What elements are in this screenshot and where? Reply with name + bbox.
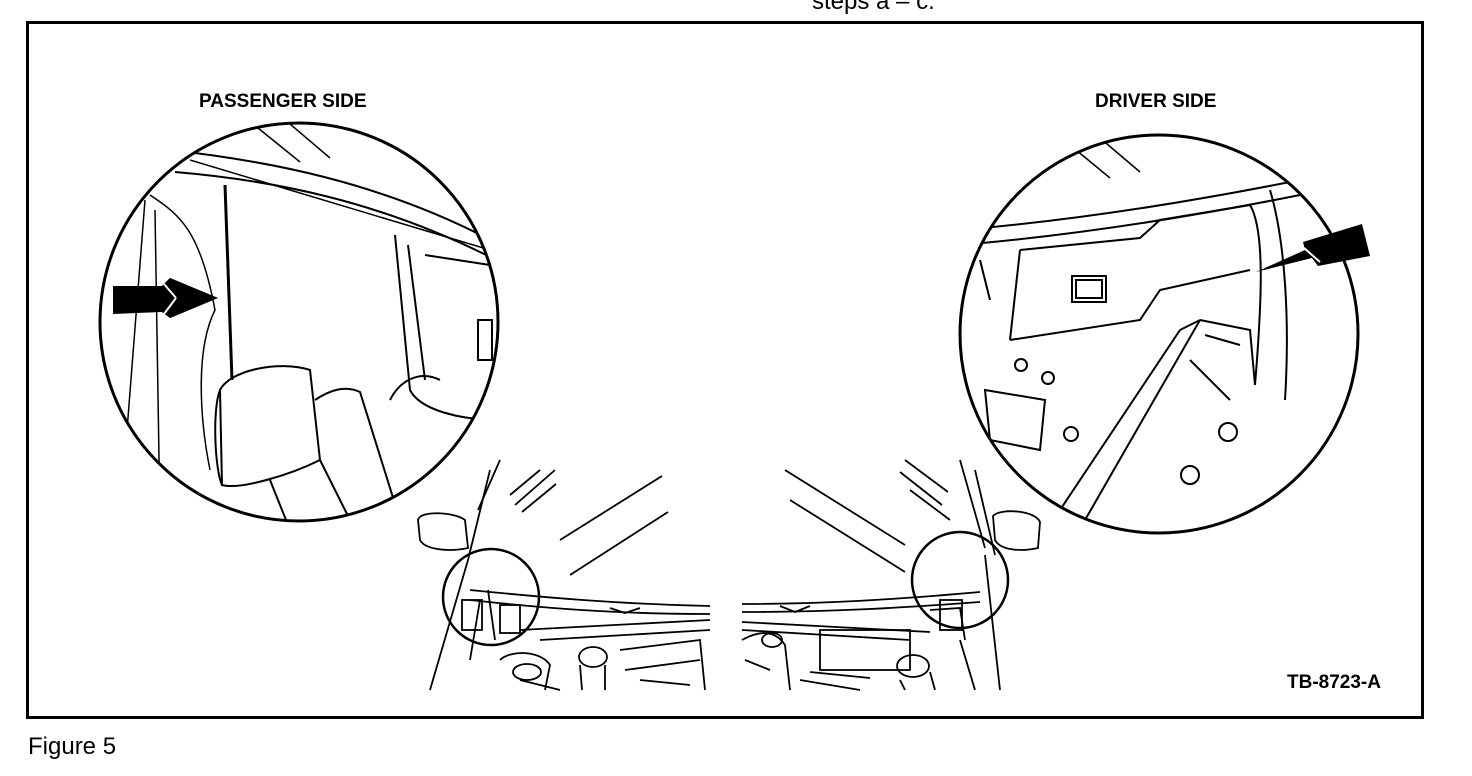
passenger-magnifier-circle bbox=[98, 121, 500, 523]
passenger-location-circle bbox=[441, 547, 541, 647]
figure-caption: Figure 5 bbox=[28, 733, 117, 760]
driver-side-label: DRIVER SIDE bbox=[1095, 91, 1217, 112]
figure-frame bbox=[26, 21, 1424, 719]
passenger-arrow-icon bbox=[113, 278, 218, 318]
driver-magnifier-circle bbox=[958, 133, 1360, 535]
header-text-fragment: steps a – c. bbox=[812, 0, 935, 15]
passenger-side-label: PASSENGER SIDE bbox=[199, 91, 367, 112]
driver-side-detail bbox=[960, 137, 1301, 521]
driver-location-circle bbox=[910, 530, 1010, 630]
driver-arrow-icon bbox=[1256, 224, 1370, 272]
vehicle-driver-view bbox=[741, 459, 1041, 691]
figure-code-label: TB-8723-A bbox=[1287, 672, 1381, 693]
vehicle-passenger-view bbox=[417, 459, 711, 691]
